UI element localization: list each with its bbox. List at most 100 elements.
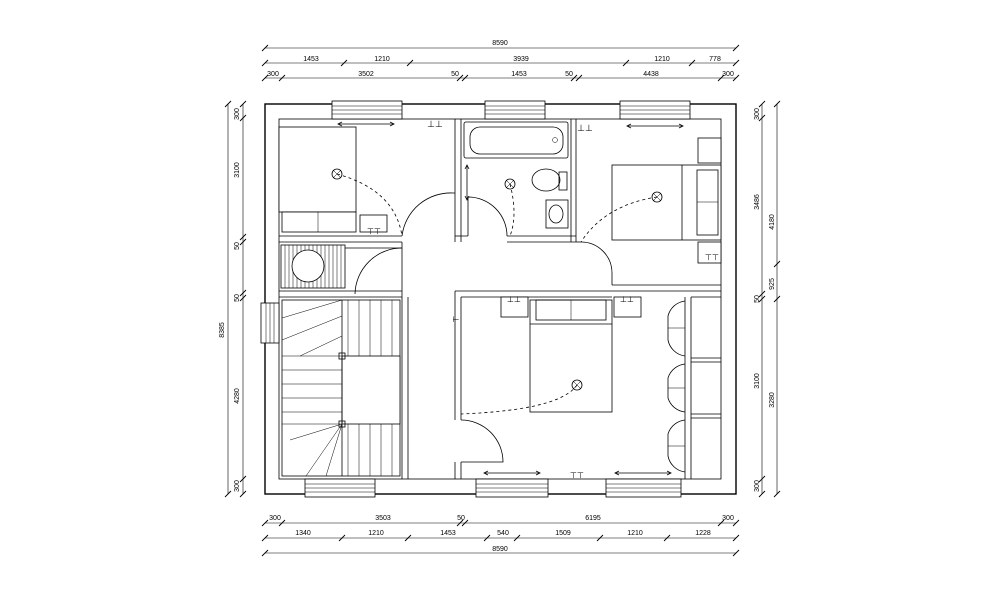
- dim-top-row3-6: 4438: [643, 71, 659, 78]
- dim-tick: [732, 59, 740, 67]
- dim-tick: [239, 238, 247, 246]
- dim-tick: [773, 100, 781, 108]
- wardrobe-dividers: [691, 296, 721, 419]
- window-bottom-1: [304, 478, 376, 498]
- dim-tick: [717, 519, 725, 527]
- dim-tick: [663, 534, 671, 542]
- dim-bottom-row1-4: 6195: [585, 515, 601, 522]
- dim-top-row3-7: 300: [722, 71, 734, 78]
- dim-top-row2-4: 1210: [654, 56, 670, 63]
- newel-post: [338, 420, 346, 428]
- dim-tick: [239, 114, 247, 122]
- nightstand: [697, 241, 722, 264]
- bottom-dimensions: 300 3503 50 6195 300 1340 1210 1453 540 …: [261, 515, 740, 557]
- dim-bottom-row2-2: 1210: [368, 530, 384, 537]
- dim-tick: [456, 74, 464, 82]
- dim-left-total: 8385: [219, 322, 226, 338]
- dim-left-col1-2: 3100: [234, 162, 241, 178]
- dim-tick: [758, 290, 766, 298]
- desk: [281, 211, 357, 233]
- dim-bottom-row2-5: 1509: [555, 530, 571, 537]
- wall-stair-right: [401, 297, 409, 479]
- dim-bottom-row2-1: 1340: [295, 530, 311, 537]
- nightstand: [500, 296, 529, 318]
- dim-tick: [758, 475, 766, 483]
- radiator-arrows: [337, 121, 395, 127]
- toilet: [531, 168, 561, 192]
- dim-tick: [461, 74, 469, 82]
- cupboard: [280, 244, 403, 295]
- radiator-arrows: [614, 470, 672, 476]
- dim-tick: [224, 100, 232, 108]
- dim-tick: [261, 59, 269, 67]
- radiator-arrows: [626, 123, 684, 129]
- socket-icon: ⊤⊤: [570, 471, 584, 480]
- windows: [260, 100, 691, 498]
- window-top-1: [331, 100, 403, 120]
- dim-tick: [688, 59, 696, 67]
- bathroom: [463, 121, 569, 237]
- pillows: [696, 169, 719, 236]
- dim-right-col2-3: 3280: [769, 392, 776, 408]
- dim-left-col1-4: 50: [234, 294, 241, 302]
- wardrobe-door-1: [667, 300, 686, 357]
- dim-tick: [773, 490, 781, 498]
- dim-tick: [570, 74, 578, 82]
- dim-tick: [758, 490, 766, 498]
- stair-landing: [341, 355, 401, 425]
- bed: [611, 164, 722, 241]
- bedroom-top-left: ⊥⊥ ⊤⊤: [278, 120, 455, 237]
- dim-tick: [338, 534, 346, 542]
- window-bottom-2: [475, 478, 549, 498]
- wall-bathroom-bottom: [461, 235, 576, 243]
- dim-tick: [239, 490, 247, 498]
- dim-bottom-row1-1: 300: [269, 515, 281, 522]
- dim-tick: [758, 295, 766, 303]
- ceiling-light-icon: [331, 168, 343, 180]
- dim-tick: [224, 490, 232, 498]
- door-swing-bathroom: [467, 196, 508, 237]
- dim-tick: [732, 44, 740, 52]
- nightstand: [359, 214, 388, 233]
- dim-top-row2-5: 778: [709, 56, 721, 63]
- door-swing-bedroom3: [460, 419, 504, 463]
- dim-top-row2-1: 1453: [303, 56, 319, 63]
- dim-tick: [261, 519, 269, 527]
- ceiling-light-icon: [571, 379, 583, 391]
- dim-tick: [340, 59, 348, 67]
- dim-tick: [261, 44, 269, 52]
- wall-wardrobe: [684, 297, 692, 479]
- stair-winders: [281, 299, 343, 477]
- dim-tick: [239, 100, 247, 108]
- dim-right-col1-1: 300: [754, 108, 761, 120]
- wall-bedroom3-left: [454, 291, 462, 420]
- dim-top-row3-5: 50: [565, 71, 573, 78]
- wall-bathroom-right: [570, 119, 577, 242]
- socket-icon: ⊥⊥: [507, 295, 521, 304]
- dim-left-col1-1: 300: [234, 108, 241, 120]
- light-switch-wire: [336, 173, 403, 237]
- bathtub-inner: [469, 126, 564, 155]
- dim-tick: [732, 549, 740, 557]
- basin-bowl: [548, 204, 564, 224]
- bedroom-top-right: ⊥⊥ ⊤⊤: [577, 123, 722, 285]
- top-dimensions: 8590 1453 1210 3939 1210 778 300 3502 50…: [261, 40, 740, 82]
- dim-top-total: 8590: [492, 40, 508, 47]
- dim-bottom-total: 8590: [492, 546, 508, 553]
- dim-tick: [404, 534, 412, 542]
- staircase: [281, 299, 401, 477]
- bed: [278, 126, 357, 213]
- left-dimensions: 8385 300 3100 50 50 4280 300: [219, 100, 247, 498]
- wall-stair-top: [279, 290, 402, 298]
- door-swing-cupboard: [354, 247, 403, 295]
- door-swing-bedroom2: [580, 241, 613, 285]
- light-switch-wire: [460, 384, 578, 415]
- wall-bedroom2-bottom: [612, 284, 721, 292]
- right-dimensions: 300 3486 50 3100 300 4180 925 3280: [754, 100, 781, 498]
- dim-tick: [773, 295, 781, 303]
- dim-top-row3-2: 3502: [358, 71, 374, 78]
- dim-right-col1-5: 300: [754, 480, 761, 492]
- dim-top-row3-3: 50: [451, 71, 459, 78]
- dim-bottom-row2-6: 1210: [627, 530, 643, 537]
